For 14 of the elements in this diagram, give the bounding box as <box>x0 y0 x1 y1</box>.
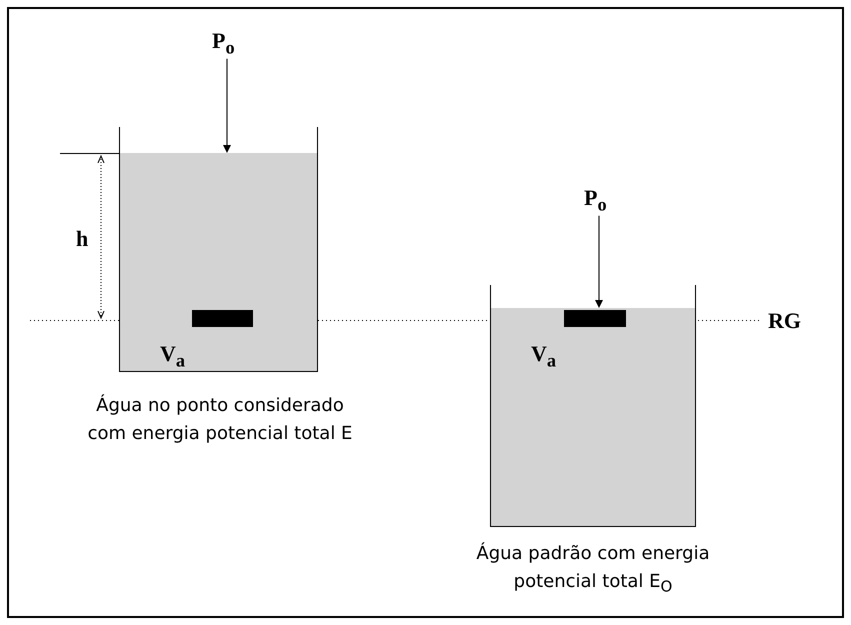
water-tank <box>490 308 696 527</box>
pressure-label: P$_{o}$ <box>584 187 614 214</box>
arrow <box>595 215 603 308</box>
volume-label: V$_{a}$ <box>531 343 558 370</box>
reference-label: RG <box>768 310 801 332</box>
volume-label: V$_{a}$ <box>160 343 186 370</box>
volume-block <box>564 310 626 327</box>
water-tank <box>119 153 318 372</box>
pressure-label: P$_{o}$ <box>212 30 242 57</box>
volume-block <box>192 310 253 327</box>
tank-label: Água no ponto considerado com energia potencial total E <box>86 393 354 446</box>
arrow <box>223 58 231 153</box>
tank-label: Água padrão com energia potencial total E$_{O}$ <box>475 541 711 598</box>
dimension-label: h <box>76 228 88 250</box>
